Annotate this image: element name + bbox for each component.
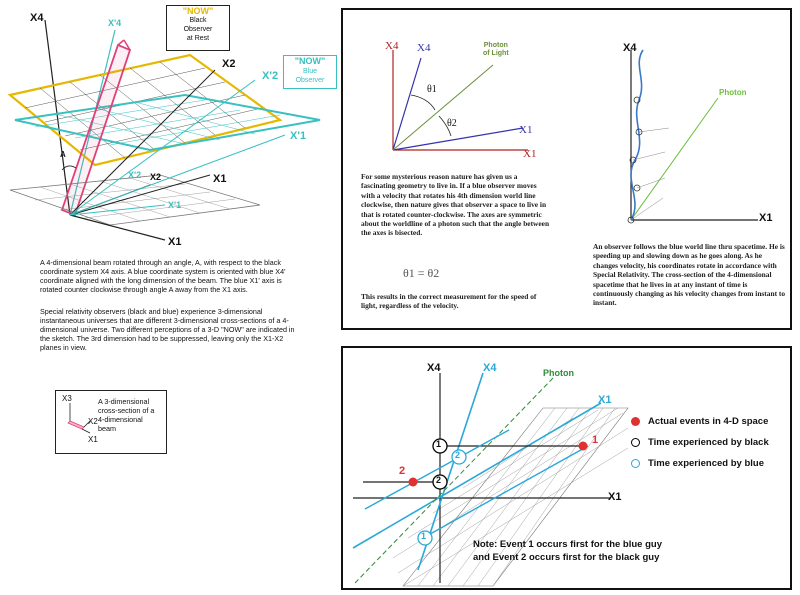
cross-section-box: X3 X2 X1 A 3-dimensional cross-section o… [55,390,167,454]
bottom-x4-blue: X4 [483,362,497,374]
label-x4: X4 [30,12,44,24]
now-black-title: "NOW" [182,6,214,16]
now-black-sub2: Observer [183,26,213,33]
legend-actual-label: Actual events in 4-D space [648,416,769,427]
bottom-photon: Photon [543,368,574,378]
top-x1: X1 [523,148,537,160]
label-x2-prime: X'2 [262,70,279,82]
top-x4-blue: X4 [417,42,431,54]
now-blue-sub1: Blue [302,68,317,75]
label-x1-prime-lower: X'1 [168,200,182,210]
label-x2-prime-lower: X'2 [128,170,142,180]
red-dot-icon [631,417,640,426]
now-blue-title: "NOW" [294,56,326,66]
bottom-right-panel: X4 X4 Photon X1 X1 1 2 1 2 2 1 Actual ev… [341,346,792,590]
note-line-2: and Event 2 occurs first for the black g… [473,552,660,563]
blue-circle-icon [631,459,640,468]
photon-line-2: of Light [483,50,509,57]
worldline-x1: X1 [759,212,773,224]
axes-rotation-diagram [392,50,528,151]
label-x4-prime: X'4 [108,18,122,28]
label-x1-prime-upper: X'1 [290,130,307,142]
geometry-text: For some mysterious reason nature has gi… [361,172,550,238]
now-black-sub1: Black [189,17,207,24]
theta1-label: θ1 [427,84,437,95]
note: Note: Event 1 occurs first for the blue … [473,538,662,564]
worldline-x4: X4 [623,42,637,54]
label-angle-a: A [60,150,66,159]
top-x4: X4 [385,40,399,52]
bottom-x4: X4 [427,362,441,374]
theta2-label: θ2 [447,118,457,129]
spacetime-beam-diagram [7,19,321,241]
label-x2: X2 [222,58,236,70]
left-paragraph-2: Special relativity observers (black and … [40,307,295,352]
cross-caption: A 3-dimensional cross-section of a 4-dim… [98,397,155,433]
black-marker-1: 1 [436,439,442,449]
top-right-panel: X4 X4 X1 X1 Photon of Light θ1 θ2 For so… [341,8,792,330]
legend: Actual events in 4-D space Time experien… [631,416,769,469]
bottom-x1-blue: X1 [598,394,612,406]
legend-blue-label: Time experienced by blue [648,458,764,469]
cross-section-icon [67,403,91,434]
now-black-sub3: at Rest [186,35,210,42]
cross-x2: X2 [88,417,98,426]
note-line-1: Note: Event 1 occurs first for the blue … [473,539,662,550]
cross-x3: X3 [62,394,72,403]
cross-x1: X1 [88,435,98,444]
black-marker-2: 2 [436,475,442,485]
photon-light-label: Photon of Light [483,42,509,58]
worldline-photon: Photon [719,88,747,97]
event-ordering-diagram [352,372,629,587]
blue-marker-2: 2 [455,450,461,460]
event-1-label: 1 [592,434,599,446]
legend-actual-events: Actual events in 4-D space [631,416,769,427]
now-black-callout: "NOW" Black Observer at Rest [166,5,230,51]
now-blue-sub2: Observer [295,77,325,84]
top-x1-blue: X1 [519,124,533,136]
label-x1-lower: X1 [168,236,182,248]
legend-black-label: Time experienced by black [648,437,769,448]
worldline-text: An observer follows the blue world line … [593,242,786,308]
worldline-diagram [627,49,758,224]
now-blue-callout: "NOW" Blue Observer [283,55,337,89]
left-paragraph-1: A 4-dimensional beam rotated through an … [40,258,286,294]
theta-equation: θ1 = θ2 [403,266,440,280]
photon-line-1: Photon [483,42,508,49]
speed-of-light-text: This results in the correct measurement … [361,292,537,311]
label-x1-upper: X1 [213,173,227,185]
bottom-x1: X1 [608,491,622,503]
blue-marker-1: 1 [421,531,427,541]
event-2-label: 2 [399,465,406,477]
label-x2-lower: X2 [150,172,162,182]
black-circle-icon [631,438,640,447]
legend-black-time: Time experienced by black [631,437,769,448]
legend-blue-time: Time experienced by blue [631,458,769,469]
